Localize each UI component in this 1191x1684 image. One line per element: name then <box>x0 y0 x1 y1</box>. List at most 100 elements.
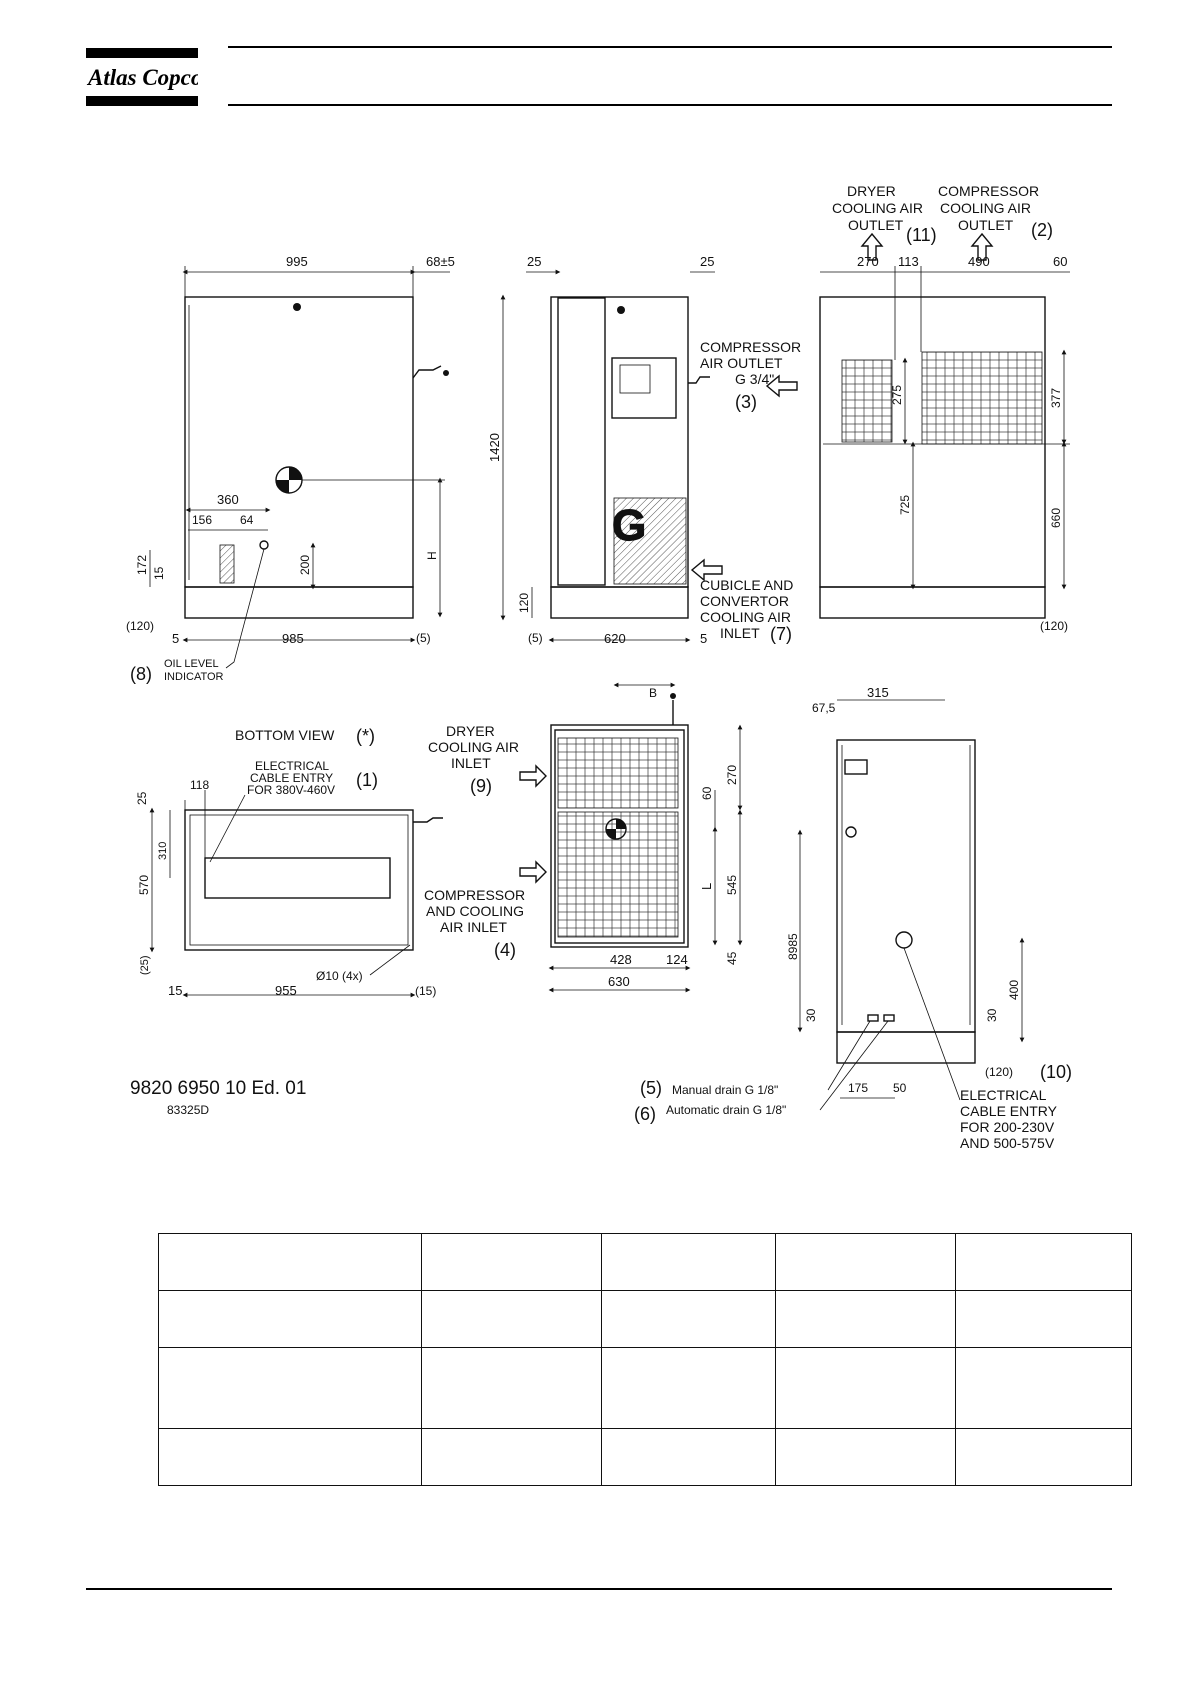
callout-3: (3) <box>735 392 757 412</box>
dryer-outlet-label-1: DRYER <box>847 183 896 199</box>
callout-1: (1) <box>356 770 378 790</box>
oil-level-label-1: OIL LEVEL <box>164 658 219 670</box>
dim-428: 428 <box>610 952 632 967</box>
front-view: 995 68±5 360 156 64 172 15 200 H (120) 5… <box>126 254 455 684</box>
automatic-drain-label: Automatic drain G 1/8" <box>666 1103 786 1117</box>
callout-2: (2) <box>1031 220 1053 240</box>
dim-15b-bottom: (15) <box>415 984 436 998</box>
dim-955: 955 <box>275 983 297 998</box>
table-row <box>158 1347 1132 1429</box>
table-row <box>158 1428 1132 1486</box>
dryer-inlet-label-3: INLET <box>451 755 491 771</box>
dim-15: 15 <box>152 566 166 580</box>
callout-8: (8) <box>130 664 152 684</box>
dim-113: 113 <box>898 254 919 269</box>
dryer-outlet-label-2: COOLING AIR <box>832 200 923 216</box>
dim-30a: 30 <box>804 1008 818 1022</box>
hole-spec: Ø10 (4x) <box>316 969 363 983</box>
cubicle-label-3: COOLING AIR <box>700 609 791 625</box>
dim-15-bottom: 15 <box>168 983 182 998</box>
bottom-view: BOTTOM VIEW (*) ELECTRICAL CABLE ENTRY F… <box>135 726 443 998</box>
dim-30b: 30 <box>985 1008 999 1022</box>
cubicle-label-4: INLET <box>720 625 760 641</box>
comp-inlet-label-1: COMPRESSOR <box>424 887 525 903</box>
air-outlet-label-3: G 3/4" <box>735 371 774 387</box>
air-outlet-label-2: AIR OUTLET <box>700 355 783 371</box>
doc-number: 9820 6950 10 Ed. 01 <box>130 1078 306 1099</box>
dim-175: 175 <box>848 1081 868 1095</box>
cable-entry-right-1: ELECTRICAL <box>960 1087 1047 1103</box>
dryer-inlet-label-2: COOLING AIR <box>428 739 519 755</box>
dim-68: 68±5 <box>426 254 455 269</box>
callout-10: (10) <box>1040 1062 1072 1082</box>
dim-5a-side: (5) <box>528 631 543 645</box>
atlas-copco-logo: Atlas Copco <box>86 48 198 106</box>
callout-7: (7) <box>770 624 792 644</box>
callout-9: (9) <box>470 776 492 796</box>
bottom-view-title: BOTTOM VIEW <box>235 727 335 743</box>
dim-660: 660 <box>1049 508 1063 528</box>
dim-545: 545 <box>725 875 739 895</box>
comp-outlet-label-1: COMPRESSOR <box>938 183 1039 199</box>
cable-entry-label-1: ELECTRICAL <box>255 759 329 773</box>
callout-11: (11) <box>906 225 937 245</box>
table-row <box>158 1290 1132 1348</box>
dim-60-rear: 60 <box>1053 254 1067 269</box>
dim-270-rear: 270 <box>857 254 879 269</box>
dim-25b: 25 <box>700 254 714 269</box>
header-rule-bottom <box>228 104 1112 106</box>
side-view: G 25 25 1420 120 (5) 620 5 COMPRESSOR AI… <box>487 254 801 646</box>
dim-5-front: 5 <box>172 631 179 646</box>
dim-156: 156 <box>192 513 212 527</box>
dim-8985: 8985 <box>786 933 800 960</box>
table-row <box>158 1233 1132 1291</box>
dimension-drawing: 995 68±5 360 156 64 172 15 200 H (120) 5… <box>126 183 1072 1151</box>
right-view: 315 67,5 8985 30 30 400 (120) (10) 175 5… <box>634 685 1072 1151</box>
footer-rule <box>86 1588 1112 1590</box>
dim-620: 620 <box>604 631 626 646</box>
dryer-inlet-label-1: DRYER <box>446 723 495 739</box>
dim-5b-side: 5 <box>700 631 707 646</box>
cubicle-label-1: CUBICLE AND <box>700 577 793 593</box>
svg-text:G: G <box>612 501 646 550</box>
bottom-view-note: (*) <box>356 726 375 746</box>
dim-1420: 1420 <box>487 433 502 462</box>
dim-120-rear: (120) <box>1040 619 1068 633</box>
dim-64: 64 <box>240 513 254 527</box>
dim-172: 172 <box>135 555 149 575</box>
comp-outlet-label-2: COOLING AIR <box>940 200 1031 216</box>
dim-25-bottom: 25 <box>135 791 149 805</box>
dim-120-side: 120 <box>517 593 531 613</box>
dim-B: B <box>649 686 657 700</box>
dim-570: 570 <box>137 875 151 895</box>
header-rule-top <box>228 46 1112 48</box>
dim-25b-bottom: (25) <box>139 955 151 975</box>
dim-25a: 25 <box>527 254 541 269</box>
dim-120-front: (120) <box>126 619 154 633</box>
dim-124: 124 <box>666 952 688 967</box>
dim-490: 490 <box>968 254 990 269</box>
dim-50: 50 <box>893 1081 907 1095</box>
doc-sub-number: 83325D <box>167 1103 209 1117</box>
dim-985: 985 <box>282 631 304 646</box>
cable-entry-right-2: CABLE ENTRY <box>960 1103 1058 1119</box>
dim-377: 377 <box>1049 388 1063 408</box>
oil-level-label-2: INDICATOR <box>164 671 224 683</box>
manual-drain-label: Manual drain G 1/8" <box>672 1083 778 1097</box>
dim-67: 67,5 <box>812 701 836 715</box>
callout-6: (6) <box>634 1104 656 1124</box>
dim-270-inlet: 270 <box>725 765 739 785</box>
cable-entry-label-2: CABLE ENTRY <box>250 771 333 785</box>
specs-table <box>158 1233 1132 1486</box>
dim-L: L <box>699 883 714 890</box>
dim-310: 310 <box>157 842 169 860</box>
dim-5b-front: (5) <box>416 631 431 645</box>
rear-view: DRYER COOLING AIR OUTLET (11) COMPRESSOR… <box>819 183 1070 633</box>
callout-5: (5) <box>640 1078 662 1098</box>
callout-4: (4) <box>494 940 516 960</box>
brand-wordmark: Atlas Copco <box>86 65 198 90</box>
dim-200: 200 <box>298 555 312 575</box>
dim-60-inlet: 60 <box>700 786 714 800</box>
dim-118: 118 <box>190 778 209 792</box>
inlet-view: DRYER COOLING AIR INLET (9) COMPRESSOR A… <box>424 682 743 993</box>
